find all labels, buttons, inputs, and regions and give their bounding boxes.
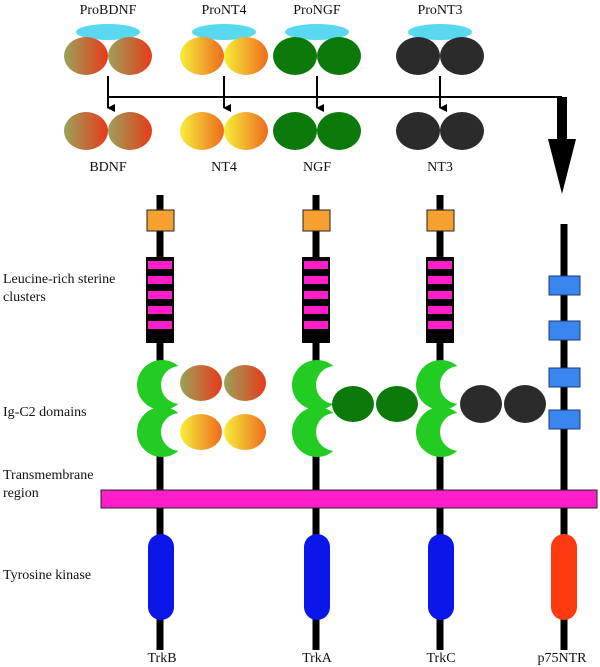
leucine-stack-bg [302,257,330,343]
leucine-segment [148,276,172,284]
trkb-leucine-stack [146,257,174,343]
trka-kinase [304,534,330,620]
label-ngf: NGF [303,160,331,175]
label-trkc: TrkC [426,651,455,666]
processing-arrows [107,76,576,194]
leucine-segment [304,276,328,284]
p75-domain [548,275,581,296]
ngf-monomer [376,386,418,422]
pro-domain-cap [408,24,472,40]
label-p75ntr: p75NTR [538,651,588,666]
bdnf-dimer [64,112,152,150]
leucine-segment [148,261,172,269]
region-label-igc2: Ig-C2 domains [3,405,87,420]
p75ntr-domains [548,275,581,430]
nt3-monomer [396,37,440,75]
pro-nt4-dimer [180,24,268,75]
region-label-kinase: Tyrosine kinase [3,568,92,583]
leucine-segment [428,291,452,299]
trkc-bound-nt3 [460,385,546,423]
leucine-segment [148,321,172,329]
region-label-transmembrane: Transmembrane region [3,468,94,501]
arrow-p75-shaft [557,97,567,141]
pro-domain-cap [285,24,349,40]
label-bdnf: BDNF [89,160,127,175]
ngf-dimer [273,112,361,150]
leucine-segment [428,276,452,284]
transmembrane-band [100,489,598,509]
ngf-monomer [273,112,317,150]
nt3-monomer [504,385,546,423]
leucine-segment [304,321,328,329]
nt4-monomer [224,414,266,450]
nt4-dimer [180,112,268,150]
trka-bound-ngf [332,386,418,422]
pro-domain-cap [76,24,140,40]
label-pront3: ProNT3 [417,3,462,18]
label-nt3: NT3 [427,160,453,175]
bdnf-monomer [64,37,108,75]
p75-domain [548,367,581,388]
pro-domain-cap [192,24,256,40]
ngf-monomer [317,37,361,75]
leucine-segment [428,261,452,269]
bdnf-monomer [180,365,222,401]
p75ntr-intracellular [551,534,577,620]
arrow-p75-head [548,139,576,194]
ngf-monomer [273,37,317,75]
pro-bdnf-dimer [64,24,152,75]
pro-nt3-dimer [396,24,484,75]
label-prongf: ProNGF [293,3,341,18]
nt3-dimer [396,112,484,150]
receptor-axes [156,195,568,650]
label-trkb: TrkB [147,651,176,666]
trkc-leucine-stack [426,257,454,343]
pro-ngf-dimer [273,24,361,75]
leucine-segment [148,291,172,299]
nt3-monomer [396,112,440,150]
trkb-bound-bdnf [180,365,266,401]
nt4-monomer [180,37,224,75]
nt4-monomer [180,112,224,150]
nt3-monomer [460,385,502,423]
nt3-monomer [440,112,484,150]
nt3-monomer [440,37,484,75]
nt4-monomer [224,37,268,75]
igc2-notch [316,413,354,451]
leucine-stack-bg [146,257,174,343]
leucine-segment [428,321,452,329]
nt4-monomer [180,414,222,450]
bdnf-monomer [224,365,266,401]
bdnf-monomer [108,37,152,75]
trkc-kinase [428,534,454,620]
ngf-monomer [332,386,374,422]
leucine-segment [304,261,328,269]
leucine-stack-bg [426,257,454,343]
trka-leucine-stack [302,257,330,343]
ngf-monomer [317,112,361,150]
leucine-segment [428,306,452,314]
trkc-igc2-domains [416,360,478,457]
trkb-kinase [148,534,174,620]
bdnf-monomer [64,112,108,150]
leucine-segment [148,306,172,314]
trkb-bound-nt4 [180,414,266,450]
trkb-cysteine-box [146,209,175,232]
label-pront4: ProNT4 [201,3,246,18]
label-trka: TrkA [302,651,333,666]
igc2-notch [440,413,478,451]
trkc-cysteine-box [426,209,455,232]
leucine-segment [304,306,328,314]
p75-domain [548,409,581,430]
trka-cysteine-box [302,209,331,232]
leucine-segment [304,291,328,299]
p75-domain [548,320,581,341]
nt4-monomer [224,112,268,150]
bdnf-monomer [108,112,152,150]
region-label-leucine: Leucine-rich sterine clusters [3,272,116,305]
label-probdnf: ProBDNF [80,3,137,18]
label-nt4: NT4 [211,160,237,175]
